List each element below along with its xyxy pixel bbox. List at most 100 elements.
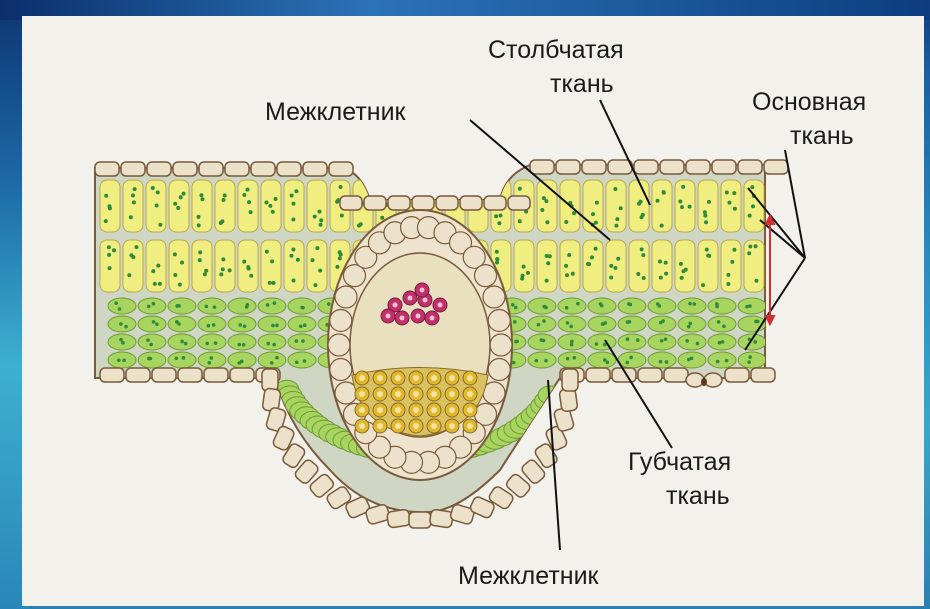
sheath-cell [488,309,510,331]
palisade-cell [537,240,557,292]
sheath-cell [490,334,512,356]
chloroplast [207,324,211,328]
chloroplast [687,325,691,329]
chloroplast [688,205,692,209]
chloroplast [173,202,177,206]
phloem-lumen [438,303,443,308]
chloroplast [660,339,664,343]
chloroplast [107,253,111,257]
xylem-lumen [359,391,365,397]
epidermis-cell [634,160,658,174]
xylem-lumen [431,391,437,397]
xylem-lumen [449,391,455,397]
chloroplast [311,258,315,262]
chloroplast [692,302,696,306]
phloem-lumen [400,316,405,321]
epidermis-cell [173,162,197,176]
chloroplast [158,223,162,227]
sheath-cell [335,286,357,308]
chloroplast [129,253,133,257]
phloem-lumen [416,314,421,319]
chloroplast [147,305,151,309]
chloroplast [499,214,503,218]
chloroplast [707,254,711,258]
epidermis-cell [121,162,145,176]
phloem-lumen [430,316,435,321]
chloroplast [718,341,722,345]
chloroplast [641,253,645,257]
chloroplast [198,250,202,254]
epidermis-cell [638,368,662,382]
epidermis-cell [556,160,580,174]
palisade-cell [721,240,741,292]
xylem-lumen [377,407,383,413]
palisade-cell [123,240,143,292]
chloroplast [275,324,279,328]
spongy-cell [648,316,676,332]
chloroplast [197,215,201,219]
spongy-cell [558,316,586,332]
chloroplast [566,357,570,361]
chloroplast [603,321,607,325]
chloroplast [572,356,576,360]
chloroplast [537,323,541,327]
xylem-lumen [449,423,455,429]
chloroplast [266,303,270,307]
chloroplast [152,320,156,324]
chloroplast [107,204,111,208]
palisade-cell [192,180,212,232]
chloroplast [540,338,544,342]
epidermis-cell [586,368,610,382]
chloroplast [303,323,307,327]
chloroplast [681,185,685,189]
chloroplast [127,273,131,277]
chloroplast [511,303,515,307]
chloroplast [656,199,660,203]
chloroplast [318,269,322,273]
chloroplast [494,214,498,218]
chloroplast [747,251,751,255]
palisade-cell [675,240,695,292]
chloroplast [219,272,223,276]
chloroplast [725,191,729,195]
chloroplast [205,305,209,309]
chloroplast [180,340,184,344]
chloroplast [289,254,293,258]
chloroplast [213,305,217,309]
chloroplast [124,325,128,329]
palisade-cell [721,180,741,232]
chloroplast [591,212,595,216]
chloroplast [228,268,232,272]
chloroplast [613,266,617,270]
epidermis-cell [388,196,410,210]
chloroplast [754,279,758,283]
chloroplast [220,219,224,223]
epidermis-cell [686,160,710,174]
chloroplast [594,247,598,251]
chloroplast [268,281,272,285]
spongy-cell [738,352,766,368]
spongy-cell [558,352,586,368]
chloroplast [146,338,150,342]
xylem-lumen [467,407,473,413]
chloroplast [616,257,620,261]
chloroplast [104,219,108,223]
chloroplast [118,307,122,311]
xylem-lumen [431,407,437,413]
epidermis-cell [251,162,275,176]
chloroplast [497,221,501,225]
xylem-lumen [413,407,419,413]
chloroplast [642,276,646,280]
chloroplast [661,319,665,323]
chloroplast [210,356,214,360]
chloroplast [687,358,691,362]
chloroplast [542,319,546,323]
chloroplast [238,343,242,347]
epidermis-cell [582,160,606,174]
chloroplast [338,256,342,260]
chloroplast [207,361,211,365]
label-spongy-line1: Губчатая [628,446,731,478]
spongy-cell [528,298,556,314]
chloroplast [614,224,618,228]
chloroplast [205,342,209,346]
